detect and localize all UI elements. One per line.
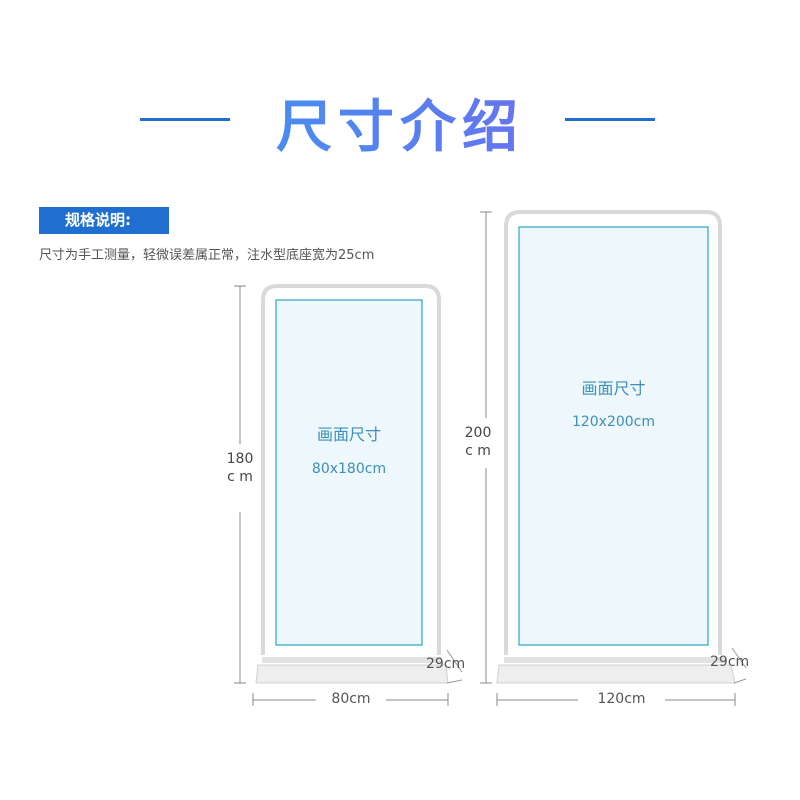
stand-large	[480, 210, 747, 706]
stand-small-base-line	[446, 649, 463, 673]
stand-small-screen-label: 画面尺寸	[316, 425, 381, 444]
stand-small-screen	[275, 299, 423, 646]
stand-large-base-label: 29cm	[710, 654, 750, 670]
stand-large-width-label: 120cm	[597, 691, 646, 707]
stand-large-height-unit: c m	[465, 443, 491, 459]
page-title: 尺寸介绍	[0, 82, 800, 163]
stand-large-screen-size: 120x200cm	[571, 414, 656, 430]
stand-small-screen-size: 80x180cm	[311, 461, 387, 477]
stand-small-base-label: 29cm	[426, 656, 466, 672]
stand-small-base	[255, 664, 449, 684]
stand-small-frame	[261, 284, 441, 655]
spec-note: 尺寸为手工测量，轻微误差属正常，注水型底座宽为25cm	[39, 248, 375, 263]
stand-large-screen	[518, 226, 709, 646]
title-line-left	[140, 118, 230, 121]
title-line-right	[565, 118, 655, 121]
stand-small	[234, 284, 463, 706]
stand-large-screen-label: 画面尺寸	[581, 379, 646, 398]
stand-large-height-value: 200	[464, 425, 492, 441]
stand-small-height-value: 180	[226, 451, 254, 467]
stand-small-width-label: 80cm	[331, 691, 371, 707]
spec-badge: 规格说明:	[39, 207, 169, 234]
stand-small-height-unit: c m	[227, 469, 253, 485]
stand-large-base-line	[731, 647, 747, 669]
stand-large-frame	[504, 210, 722, 655]
stand-large-base	[496, 664, 736, 684]
